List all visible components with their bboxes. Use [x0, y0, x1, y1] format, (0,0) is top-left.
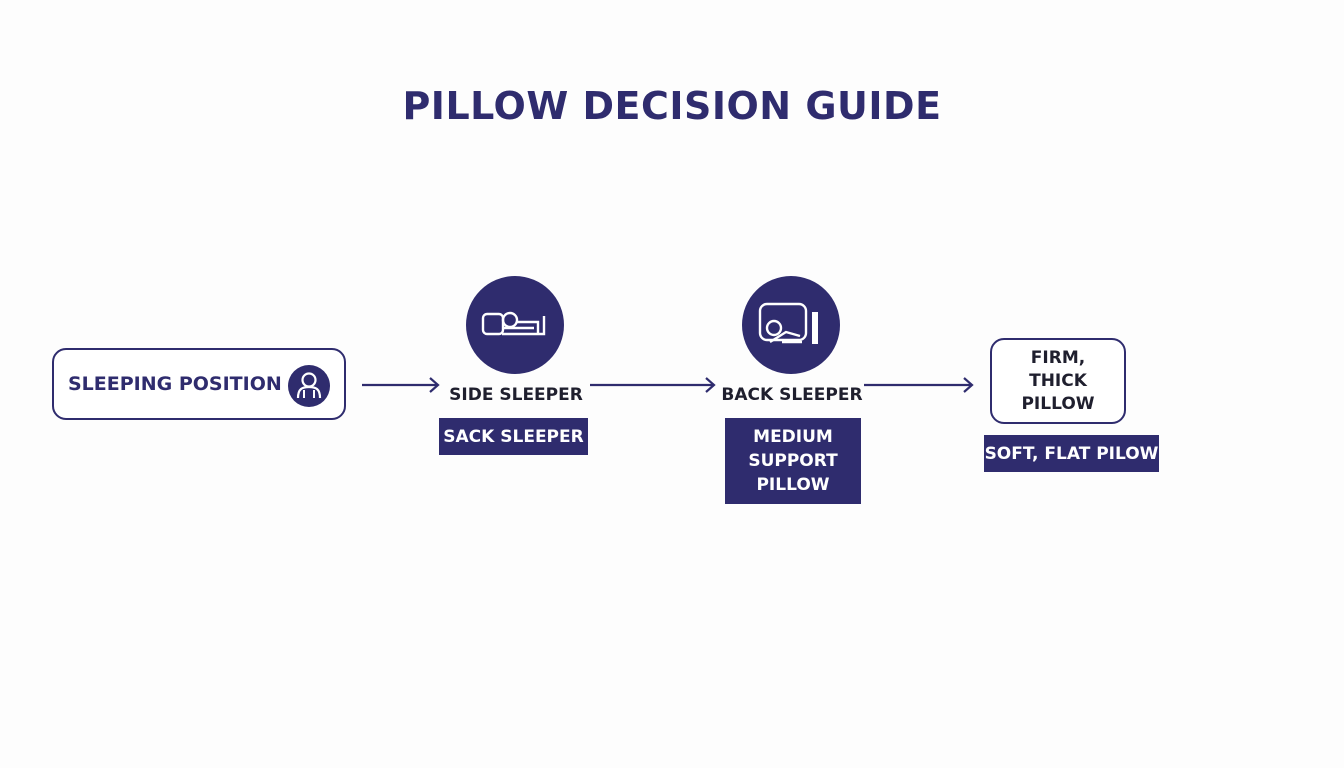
- start-node-sleeping-position: SLEEPING POSITION: [52, 348, 346, 420]
- start-node-label: SLEEPING POSITION: [68, 373, 282, 395]
- result-node-firm-thick-pillow: FIRM, THICK PILLOW: [990, 338, 1126, 424]
- back-tag-line-2: SUPPORT: [748, 451, 838, 471]
- back-tag-line-3: PILLOW: [756, 475, 830, 495]
- arrow-side-to-back: [590, 377, 716, 393]
- person-icon: [288, 365, 330, 407]
- back-sleeper-recommendation-tag: MEDIUM SUPPORT PILLOW: [725, 418, 861, 504]
- back-sleeper-icon: [742, 276, 840, 374]
- back-tag-line-1: MEDIUM: [753, 427, 833, 447]
- result-line-2: PILLOW: [1021, 393, 1095, 414]
- side-sleeper-recommendation-tag: SACK SLEEPER: [439, 418, 588, 455]
- side-sleeper-icon: [466, 276, 564, 374]
- arrow-start-to-side: [362, 377, 440, 393]
- result-recommendation-tag: SOFT, FLAT PILOW: [984, 435, 1159, 472]
- back-sleeper-label: BACK SLEEPER: [721, 385, 863, 405]
- page-title: PILLOW DECISION GUIDE: [402, 84, 942, 128]
- arrow-back-to-result: [864, 377, 974, 393]
- side-sleeper-label: SIDE SLEEPER: [449, 385, 583, 405]
- result-line-1: FIRM, THICK: [1029, 347, 1087, 391]
- result-node-text: FIRM, THICK PILLOW: [1000, 347, 1116, 416]
